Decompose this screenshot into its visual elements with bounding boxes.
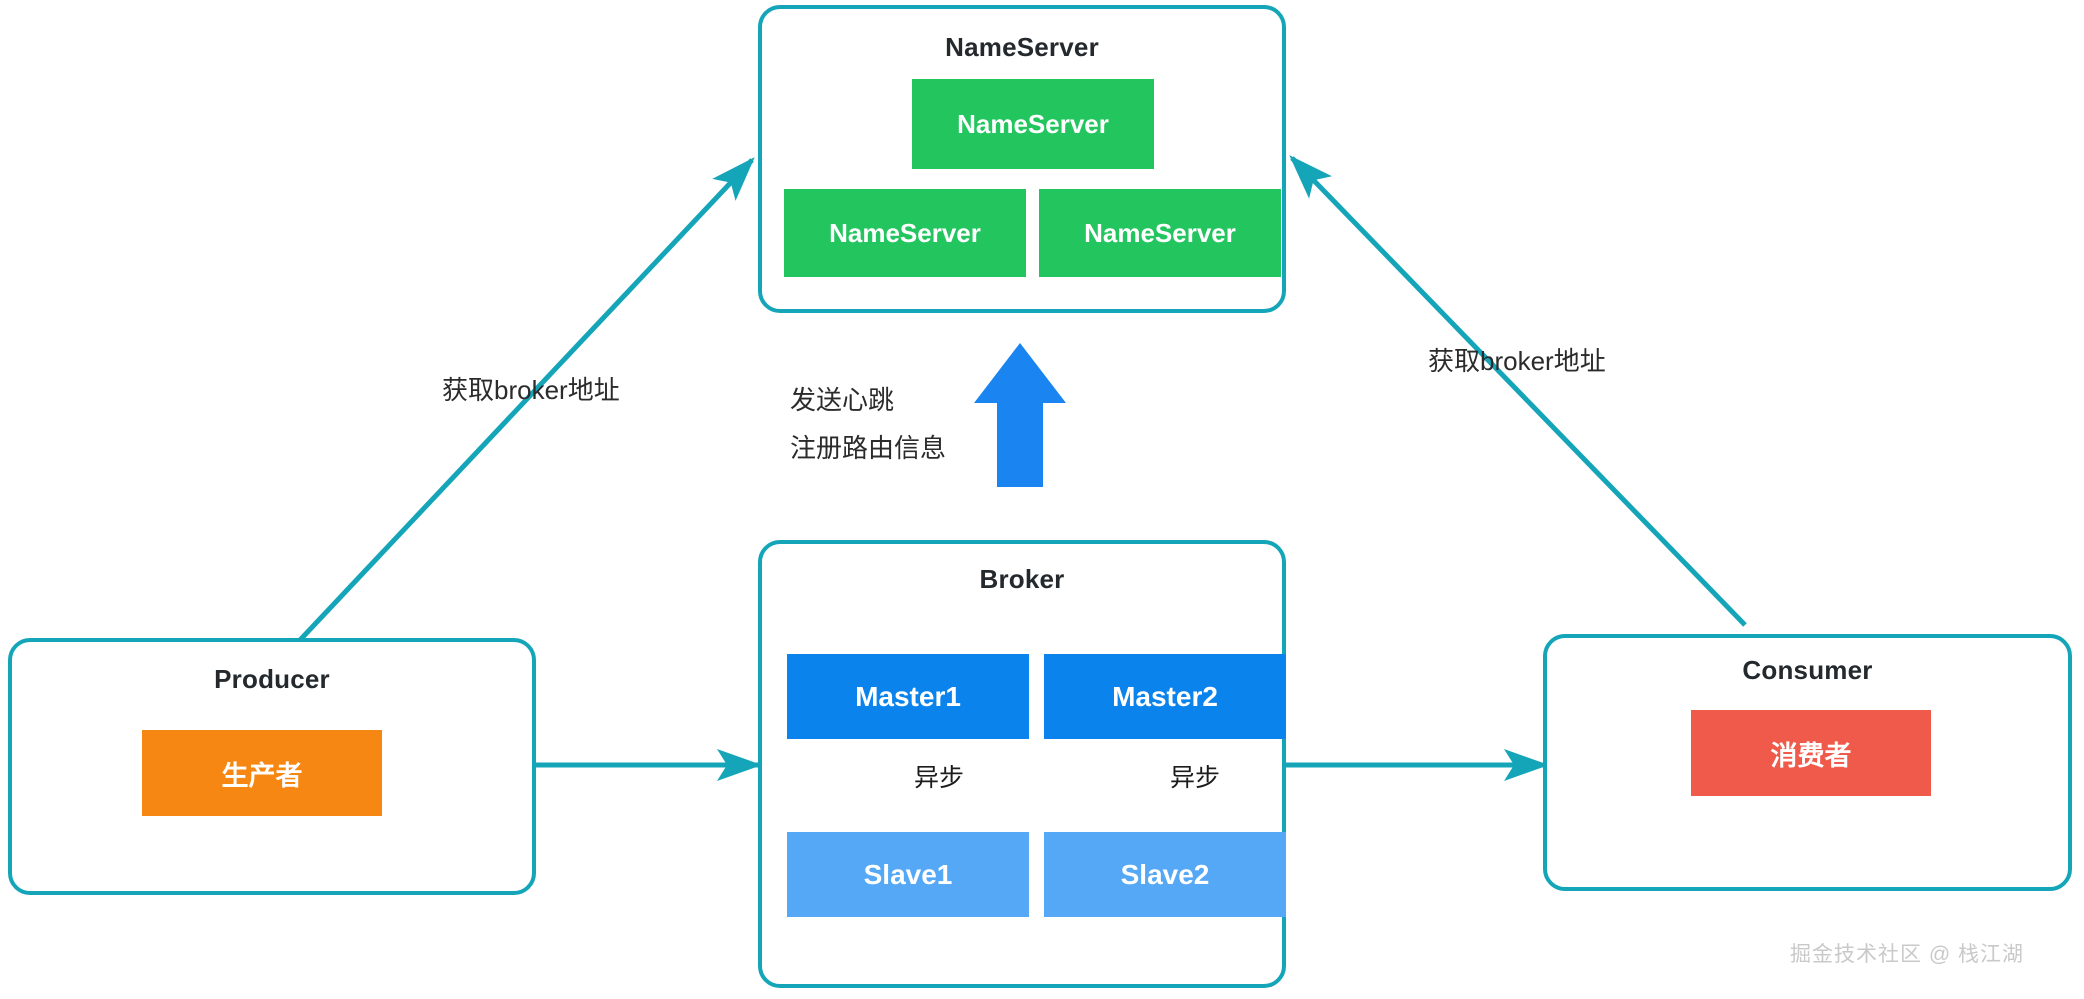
broker-group-title: Broker	[979, 564, 1065, 594]
consumer-node-label: 消费者	[1770, 740, 1852, 771]
broker-master-1-label: Master1	[855, 680, 961, 712]
broker-master-2[interactable]: Master2	[1044, 654, 1286, 739]
broker-slave-1-label: Slave1	[863, 858, 953, 890]
broker-slave-2-label: Slave2	[1120, 858, 1210, 890]
edge-label-producer-to-nameserver: 获取broker地址	[442, 375, 620, 405]
nameserver-node-1[interactable]: NameServer	[912, 79, 1154, 169]
group-consumer: Consumer 消费者	[1543, 634, 2072, 891]
group-producer: Producer 生产者	[8, 638, 536, 895]
consumer-group-title: Consumer	[1742, 655, 1873, 685]
replication-label-2: 异步	[1170, 764, 1221, 792]
watermark: 掘金技术社区 @ 栈江湖	[1790, 943, 2024, 966]
nameserver-group-title: NameServer	[945, 32, 1099, 62]
replication-label-1: 异步	[914, 764, 965, 792]
consumer-node[interactable]: 消费者	[1691, 710, 1931, 796]
broker-master-1[interactable]: Master1	[787, 654, 1029, 739]
nameserver-node-1-label: NameServer	[957, 108, 1109, 139]
heartbeat-arrow-icon	[974, 343, 1066, 487]
nameserver-node-3-label: NameServer	[1084, 217, 1236, 248]
edge-label-consumer-to-nameserver: 获取broker地址	[1428, 346, 1606, 376]
producer-node[interactable]: 生产者	[142, 730, 382, 816]
nameserver-node-2-label: NameServer	[829, 217, 981, 248]
broker-slave-1[interactable]: Slave1	[787, 832, 1029, 917]
producer-node-label: 生产者	[221, 760, 303, 791]
nameserver-node-2[interactable]: NameServer	[784, 189, 1026, 277]
group-nameserver: NameServer NameServer NameServer NameSer…	[758, 5, 1286, 313]
group-broker: Broker Master1 Master2 Slave1 Slave2	[758, 540, 1286, 988]
broker-master-2-label: Master2	[1112, 680, 1218, 712]
edge-label-heartbeat-line-2: 注册路由信息	[790, 433, 947, 463]
edge-consumer-to-nameserver	[1289, 155, 1747, 627]
edge-label-heartbeat-line-1: 发送心跳	[790, 385, 895, 415]
broker-slave-2[interactable]: Slave2	[1044, 832, 1286, 917]
nameserver-node-3[interactable]: NameServer	[1039, 189, 1281, 277]
producer-group-title: Producer	[214, 664, 330, 694]
